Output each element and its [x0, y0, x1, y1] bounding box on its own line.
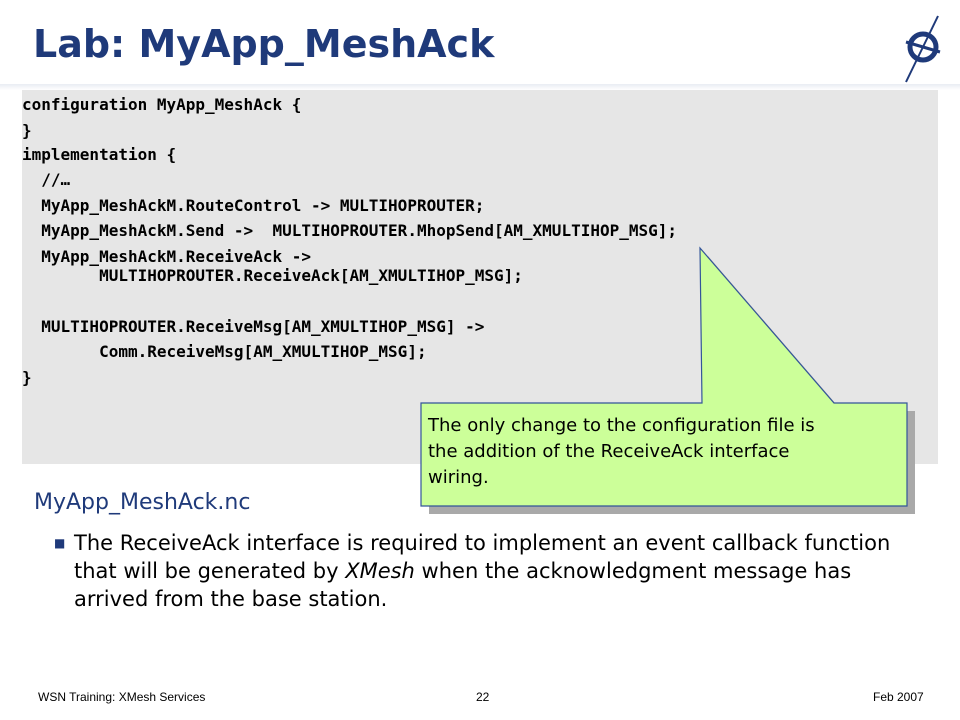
callout-line: wiring.: [428, 467, 489, 488]
bullet-text: The ReceiveAck interface is required to …: [74, 529, 894, 613]
slide-title: Lab: MyApp_MeshAck: [33, 22, 495, 66]
callout-line: the addition of the ReceiveAck interface: [428, 441, 790, 462]
code-line: MULTIHOPROUTER.ReceiveAck[AM_XMULTIHOP_M…: [22, 266, 523, 285]
callout-line: The only change to the configuration fil…: [428, 415, 815, 436]
code-line: }: [22, 368, 32, 387]
code-line: MyApp_MeshAckM.Send -> MULTIHOPROUTER.Mh…: [22, 221, 678, 240]
bullet-text-part: when the acknowledgment message has arri…: [74, 559, 852, 611]
bullet-text-emphasis: XMesh: [345, 559, 415, 583]
code-line: //…: [22, 170, 71, 189]
code-line: MULTIHOPROUTER.ReceiveMsg[AM_XMULTIHOP_M…: [22, 317, 485, 336]
code-line: Comm.ReceiveMsg[AM_XMULTIHOP_MSG];: [22, 342, 427, 361]
callout-text: The only change to the configuration fil…: [428, 413, 908, 491]
footer-left: WSN Training: XMesh Services: [38, 690, 206, 704]
footer-date: Feb 2007: [873, 690, 924, 704]
page-number: 22: [476, 690, 490, 704]
code-line: MyApp_MeshAckM.RouteControl -> MULTIHOPR…: [22, 196, 485, 215]
bullet-marker: ■: [54, 536, 66, 550]
title-divider: [0, 84, 960, 90]
compass-logo-icon: [905, 15, 941, 83]
code-line: MyApp_MeshAckM.ReceiveAck ->: [22, 247, 311, 266]
code-line: implementation {: [22, 145, 177, 164]
code-panel: configuration MyApp_MeshAck { } implemen…: [22, 90, 938, 464]
section-title: MyApp_MeshAck.nc: [34, 490, 251, 515]
code-line: }: [22, 121, 32, 140]
bullet-text-part: The ReceiveAck interface is required to …: [74, 531, 891, 583]
code-line: configuration MyApp_MeshAck {: [22, 95, 302, 114]
